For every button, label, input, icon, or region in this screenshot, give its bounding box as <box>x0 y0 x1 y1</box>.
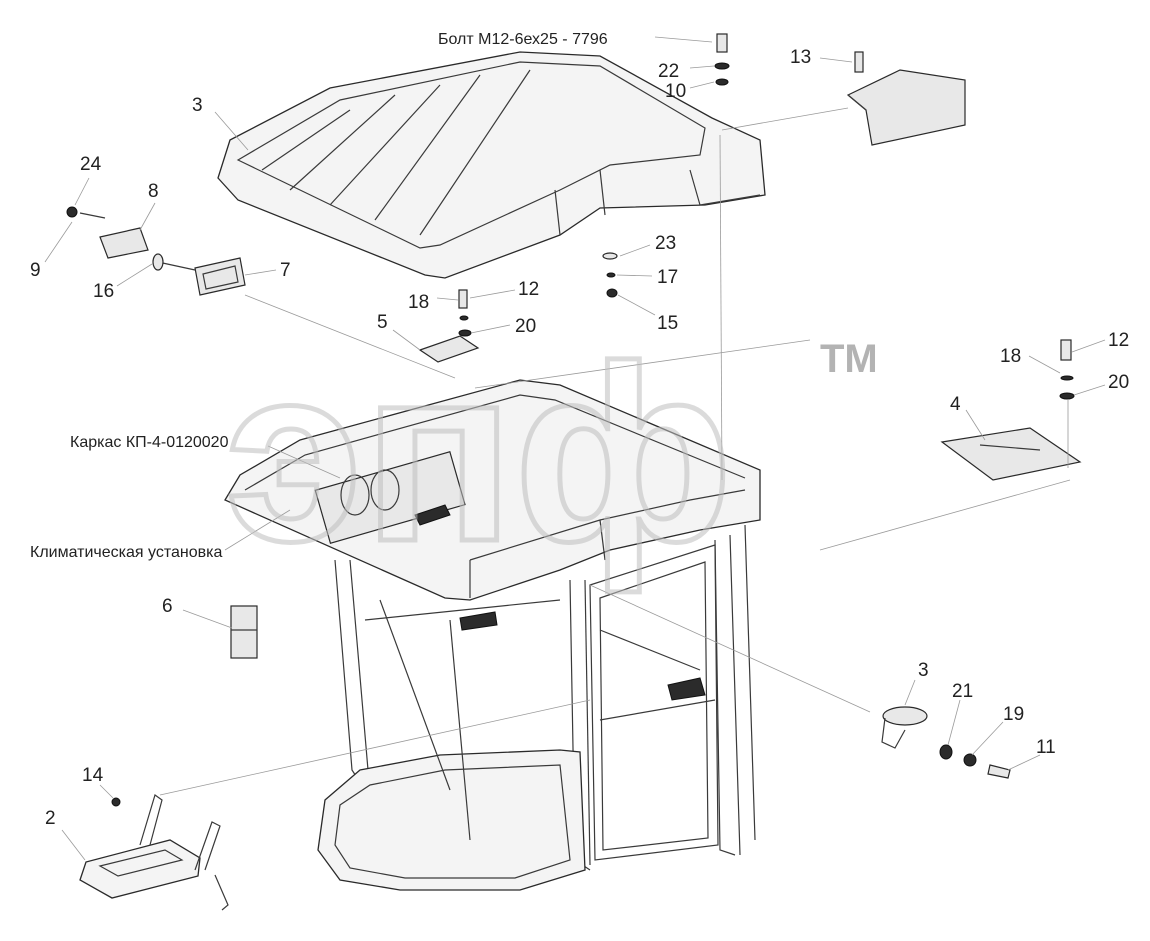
part-label-23: 23 <box>655 233 676 254</box>
part-label-12-center: 12 <box>518 279 539 300</box>
part-label-4: 4 <box>950 394 961 415</box>
part-label-12-right: 12 <box>1108 330 1129 351</box>
watermark-logo: эпф <box>225 314 733 593</box>
part-label-3-bracket: 3 <box>918 660 929 681</box>
shield-plate-13 <box>846 69 966 146</box>
part-label-16: 16 <box>93 281 114 302</box>
part-label-2: 2 <box>45 808 56 829</box>
part-label-18-center: 18 <box>408 292 429 313</box>
cover-plate-5 <box>418 289 480 363</box>
part-label-14: 14 <box>82 765 104 786</box>
part-label-10: 10 <box>665 81 686 102</box>
mirror-assembly <box>66 206 246 296</box>
callout-frame: Каркас КП-4-0120020 <box>70 434 229 451</box>
roof-panel <box>217 51 766 279</box>
watermark: эпф TM <box>223 312 878 596</box>
part-label-15: 15 <box>657 313 678 334</box>
watermark-tm: TM <box>820 337 878 381</box>
part-label-24: 24 <box>80 154 102 175</box>
part-label-11: 11 <box>1036 737 1056 758</box>
washer-stack-center <box>602 252 618 298</box>
part-label-7: 7 <box>280 260 291 281</box>
callout-texts: Болт М12-6ех25 - 7796 Каркас КП-4-012002… <box>30 31 608 561</box>
bolt-stack-top <box>714 33 864 86</box>
leader-lines <box>44 36 1106 861</box>
part-label-8: 8 <box>148 181 159 202</box>
part-label-13: 13 <box>790 47 811 68</box>
part-label-3-roof: 3 <box>192 95 203 116</box>
part-label-22: 22 <box>658 61 679 82</box>
cover-plate-4 <box>940 339 1082 481</box>
part-label-20-right: 20 <box>1108 372 1129 393</box>
callout-bolt: Болт М12-6ех25 - 7796 <box>438 31 608 48</box>
cab-frame <box>224 379 761 891</box>
part-label-17: 17 <box>657 267 678 288</box>
part-label-19: 19 <box>1003 704 1024 725</box>
callout-climate-unit: Климатическая установка <box>30 544 222 561</box>
cover-block-6 <box>230 605 258 659</box>
part-number-labels: 22 10 13 3 24 8 9 16 7 23 17 15 18 12 5 … <box>30 47 1129 829</box>
part-label-18-right: 18 <box>1000 346 1021 367</box>
part-label-21: 21 <box>952 681 973 702</box>
part-label-6: 6 <box>162 596 173 617</box>
bracket-assembly-3 <box>881 706 1011 779</box>
step-assembly-2 <box>79 794 229 911</box>
part-label-9: 9 <box>30 260 41 281</box>
part-label-5: 5 <box>377 312 388 333</box>
part-label-20-center: 20 <box>515 316 536 337</box>
